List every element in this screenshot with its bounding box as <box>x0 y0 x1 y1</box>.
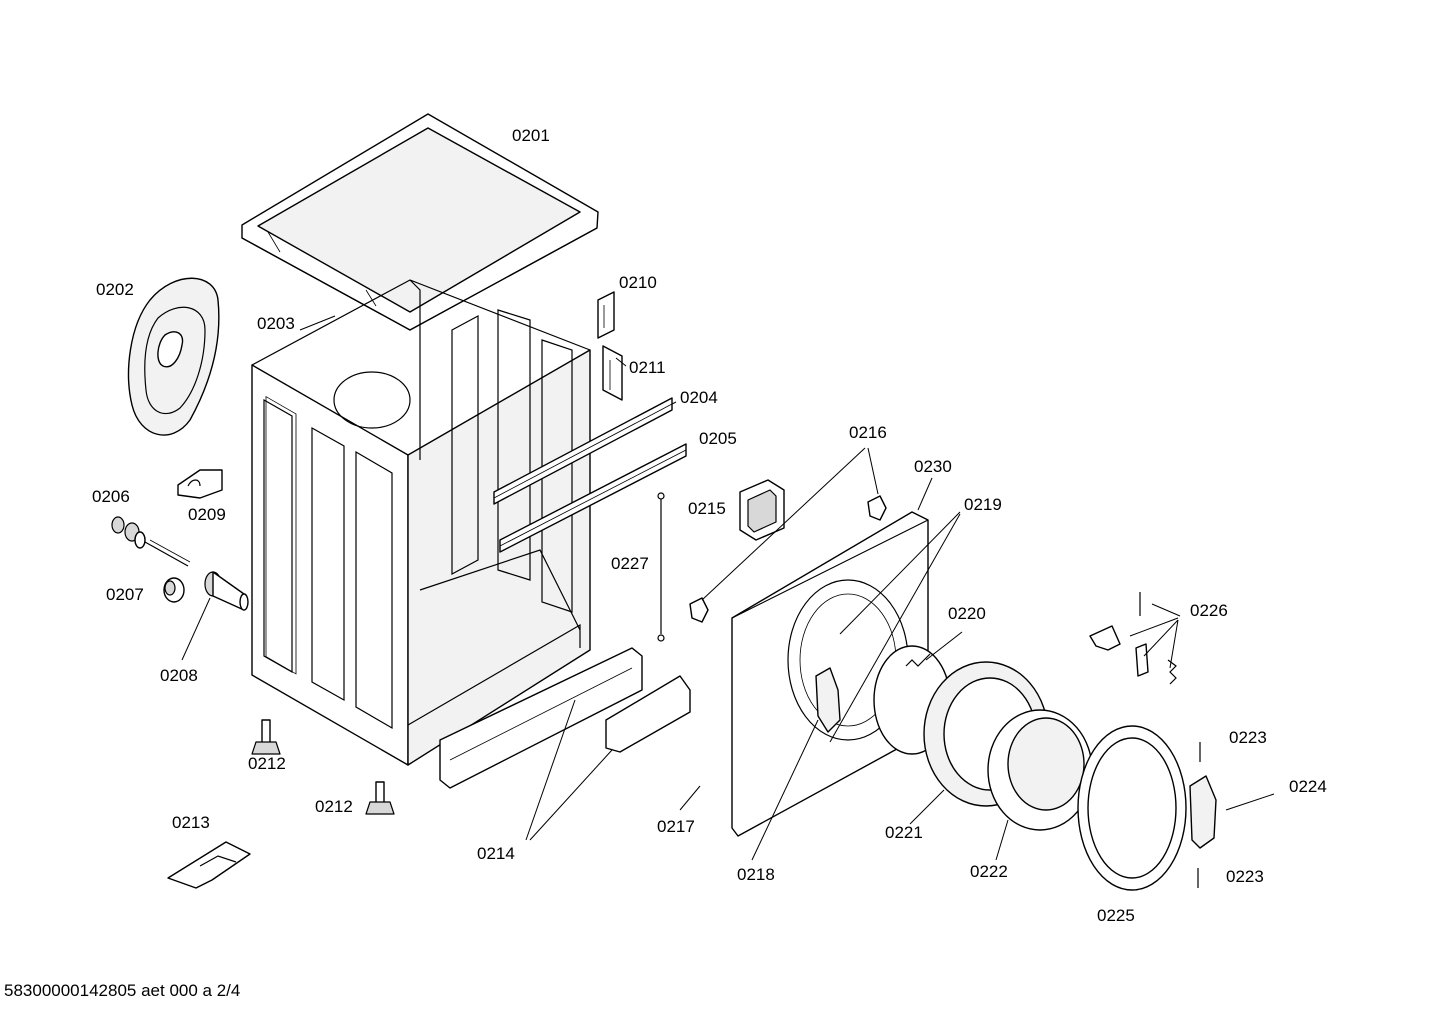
part-0211-bracket <box>602 345 623 401</box>
part-0222-door-glass <box>987 709 1093 831</box>
callout-0210: 0210 <box>619 273 657 292</box>
part-0225-door-ring <box>1077 725 1187 891</box>
part-0209-clip <box>177 469 223 499</box>
part-0210-bracket <box>597 291 615 339</box>
callout-0205: 0205 <box>699 429 737 448</box>
callout-0211: 0211 <box>629 358 666 377</box>
callout-0206: 0206 <box>92 487 130 506</box>
callout-0215: 0215 <box>688 499 726 518</box>
part-0216-clip-b <box>867 495 887 521</box>
callout-0208: 0208 <box>160 666 198 685</box>
part-0207-cap <box>163 577 185 603</box>
callout-0214: 0214 <box>477 844 515 863</box>
part-0208-connector <box>204 571 249 611</box>
part-0218-lock <box>815 667 841 733</box>
part-0213-plate <box>167 841 251 889</box>
callout-0213: 0213 <box>172 813 210 832</box>
part-0227-cable <box>657 492 665 642</box>
part-0216-clip-a <box>689 597 709 623</box>
part-0204-rail <box>493 397 673 505</box>
part-0224-handle <box>1189 775 1217 849</box>
callout-0201: 0201 <box>512 126 550 145</box>
part-0212-foot-a <box>251 719 281 755</box>
callout-0225: 0225 <box>1097 906 1135 925</box>
callout-0222: 0222 <box>970 862 1008 881</box>
document-code: 58300000142805 aet 000 a 2/4 <box>4 981 241 1000</box>
callout-0203: 0203 <box>257 314 295 333</box>
callout-0226: 0226 <box>1190 601 1228 620</box>
callout-0209: 0209 <box>188 505 226 524</box>
callout-0230: 0230 <box>914 457 952 476</box>
leader-lines <box>181 315 1275 861</box>
part-0214-plinth <box>439 647 691 789</box>
callout-0221: 0221 <box>885 823 923 842</box>
callout-0227: 0227 <box>611 554 649 573</box>
callout-0202: 0202 <box>96 280 134 299</box>
callout-0212-a: 0212 <box>248 754 286 773</box>
callout-0217: 0217 <box>657 817 695 836</box>
callout-0219: 0219 <box>964 495 1002 514</box>
part-0206-screw <box>111 516 191 567</box>
callout-0207: 0207 <box>106 585 144 604</box>
part-0201-top-cover <box>241 113 599 331</box>
callout-0223-b: 0223 <box>1226 867 1264 886</box>
callout-labels: 0201 0202 0203 0204 0205 0206 0207 0208 … <box>92 126 1327 925</box>
part-0205-rail <box>499 443 687 553</box>
callout-0212-b: 0212 <box>315 797 353 816</box>
callout-0216: 0216 <box>849 423 887 442</box>
callout-0204: 0204 <box>680 388 718 407</box>
part-0212-foot-b <box>365 781 395 815</box>
part-0203-cabinet <box>251 279 591 766</box>
part-0202-rear-cover <box>127 277 220 436</box>
part-0215-module <box>739 479 785 541</box>
callout-0223-a: 0223 <box>1229 728 1267 747</box>
callout-0224: 0224 <box>1289 777 1327 796</box>
callout-0220: 0220 <box>948 604 986 623</box>
callout-0218: 0218 <box>737 865 775 884</box>
part-0226-hinge <box>1089 592 1177 685</box>
